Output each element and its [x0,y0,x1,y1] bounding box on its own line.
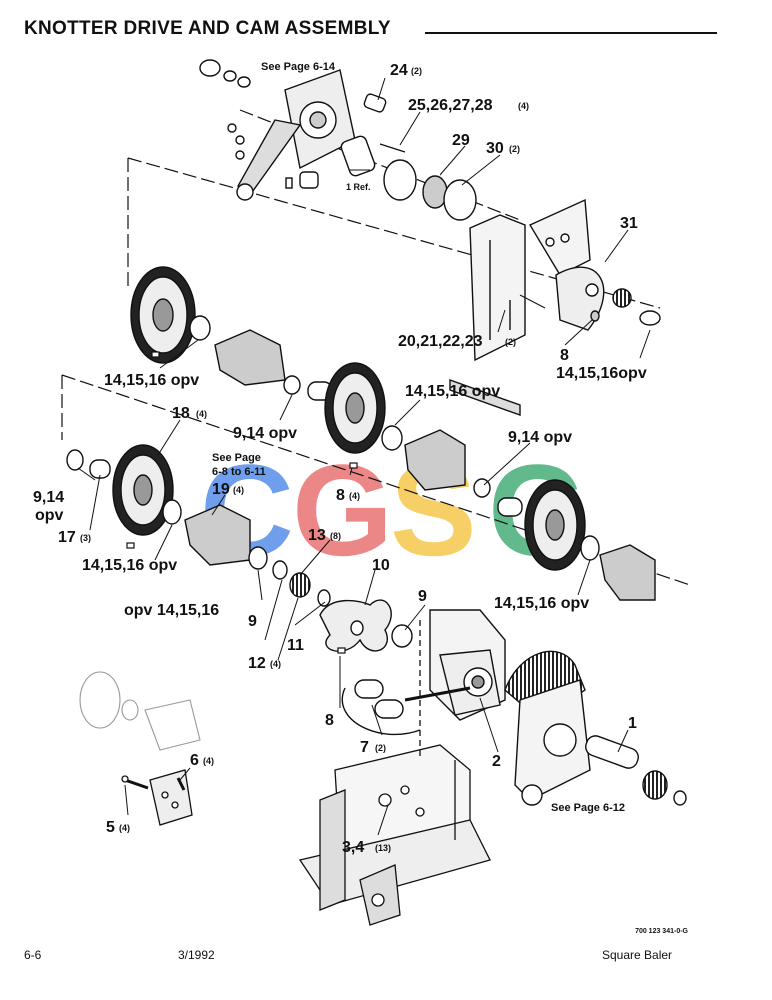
callout-12-qty: (4) [270,659,281,669]
callout-9-14-a: 9,14 opv [233,425,297,442]
callout-20-23-qty: (2) [505,337,516,347]
callout-17: 17 [58,529,76,546]
callout-2: 2 [492,753,501,770]
callout-29: 29 [452,132,470,149]
callout-30-qty: (2) [509,144,520,154]
note-see-page-6-8: See Page [212,452,261,464]
drive-arm-plate [199,59,477,221]
callout-8-b: 8 [336,487,345,504]
callout-3-4-qty: (13) [375,843,391,853]
callout-6-qty: (4) [203,756,214,766]
callout-18: 18 [172,405,190,422]
page-title: KNOTTER DRIVE AND CAM ASSEMBLY [24,18,391,39]
knotter-disc-3 [112,444,174,536]
callout-9-e: 9 [248,613,257,630]
cam-and-gear-drive [319,599,687,806]
callout-9-d: 9 [418,588,427,605]
knotter-disc-4 [524,479,586,571]
callout-14-e: opv 14,15,16 [124,602,219,619]
callout-14-d: 14,15,16 opv [82,557,177,574]
knotter-disc-2 [324,362,386,454]
callout-1: 1 [628,715,637,732]
callout-12: 12 [248,655,266,672]
callout-30: 30 [486,140,504,157]
callout-25-28-qty: (4) [518,101,529,111]
title-rule [425,32,717,34]
callout-6: 6 [190,752,199,769]
keys-and-pins [126,351,358,654]
knotter-frame-plate [449,198,661,416]
callout-20-23: 20,21,22,23 [398,333,483,350]
callout-24: 24 [390,62,408,79]
drawing-id: 700 123 341-0-G [635,928,688,935]
footer-page-number: 6-6 [24,948,42,962]
callout-3-4: 3,4 [342,839,364,856]
note-see-page-6-8-range: 6-8 to 6-11 [212,466,266,478]
callout-19-qty: (4) [233,485,244,495]
callout-14-a: 14,15,16 opv [104,372,199,389]
callout-10: 10 [372,557,390,574]
callout-9-14-c-opv: opv [35,507,64,524]
callout-7-qty: (2) [375,743,386,753]
baler-frame [298,620,491,926]
callout-13-qty: (8) [330,531,341,541]
leader-lines [77,77,651,836]
callout-7: 7 [360,739,369,756]
callout-5: 5 [106,819,115,836]
callout-24-qty: (2) [411,66,422,76]
callout-13: 13 [308,527,326,544]
callout-11: 11 [287,637,304,654]
faded-knotter-ghost [79,671,201,751]
callout-9-14-c: 9,14 [33,489,64,506]
callout-9-14-b: 9,14 opv [508,429,572,446]
callout-8-b-qty: (4) [349,491,360,501]
knotter-disc-row-upper [130,266,523,517]
footer-date: 3/1992 [178,948,215,962]
callout-19: 19 [212,481,230,498]
callout-5-qty: (4) [119,823,130,833]
callout-14-c: 14,15,16opv [556,365,647,382]
callout-8-a: 8 [560,347,569,364]
callout-18-qty: (4) [196,409,207,419]
note-see-page-6-14: See Page 6-14 [261,61,336,73]
callout-17-qty: (3) [80,533,91,543]
callout-25-28: 25,26,27,28 [408,97,493,114]
knotter-disc-1 [130,266,196,364]
callout-14-b: 14,15,16 opv [405,383,500,400]
footer-product: Square Baler [602,948,673,962]
note-1-ref: 1 Ref. [346,182,371,192]
knotter-disc-row-lower [66,444,656,607]
watermark-g: G [292,437,393,583]
note-see-page-6-12: See Page 6-12 [551,802,625,814]
callout-31: 31 [620,215,638,232]
callout-8-c: 8 [325,712,334,729]
bracket-and-bolt [121,769,193,826]
callout-14-f: 14,15,16 opv [494,595,589,612]
callout-labels: See Page 6-14 24 (2) 25,26,27,28 (4) 29 … [33,61,647,856]
